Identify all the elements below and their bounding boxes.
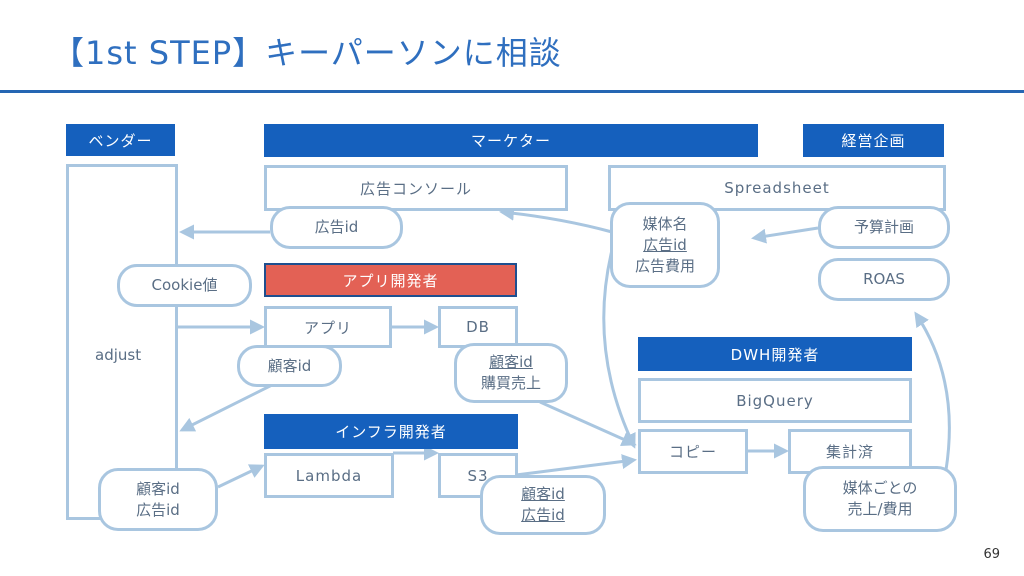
budget-pill: 予算計画 [818,206,950,249]
app-box: アプリ [264,306,392,348]
spreadsheet-box: Spreadsheet [608,165,946,211]
vendor-customer-id-text: 顧客id [136,479,180,498]
header-app-dev: アプリ開発者 [264,263,517,297]
s3-ad-id-text: 広告id [521,506,565,524]
header-marketer: マーケター [264,124,758,157]
db-sales-text: 購買売上 [480,374,541,392]
db-customer-id-text: 顧客id [489,353,533,371]
ad-id-text: 広告id [314,218,359,236]
cookie-text: Cookie値 [151,276,218,294]
db-box: DB [438,306,518,348]
adjust-label: adjust [95,346,142,364]
arrow-media-to-ad-console [499,205,613,234]
ad-console-box: 広告コンソール [264,165,568,211]
customer-id-text: 顧客id [267,356,312,375]
customer-id-pill: 顧客id [237,345,342,387]
roas-pill: ROAS [818,258,950,301]
arrow-customer-id-to-vendor [179,383,273,432]
arrow-budget-to-media [751,226,819,244]
arrow-db-to-copy [539,400,637,446]
vendor-ids-pill: 顧客id 広告id [98,468,218,531]
adjust-box [66,164,178,520]
header-infra-dev: インフラ開発者 [264,414,518,449]
ad-id-pill: 広告id [270,206,403,249]
lambda-box: Lambda [264,453,394,498]
media-sales-pill: 媒体ごとの 売上/費用 [803,466,957,532]
header-dwh-dev: DWH開発者 [638,337,912,371]
bigquery-box: BigQuery [638,378,912,423]
media-sales-line2: 売上/費用 [847,500,913,518]
media-sales-line1: 媒体ごとの [842,479,918,497]
db-data-pill: 顧客id 購買売上 [454,343,568,403]
arrow-media-to-copy [602,249,636,449]
arrow-s3-to-copy [515,454,637,477]
arrow-vendor-to-lambda [217,464,265,489]
s3-customer-id-text: 顧客id [521,485,565,503]
vendor-ad-id-text: 広告id [136,500,180,519]
media-ad-id-text: 広告id [643,235,687,254]
title-divider [0,90,1024,93]
media-info-pill: 媒体名 広告id 広告費用 [610,202,720,288]
media-ad-cost-text: 広告費用 [634,256,695,275]
media-name-text: 媒体名 [642,214,688,233]
header-planning: 経営企画 [803,124,944,157]
arrow-media-sales-to-roas [914,311,951,471]
s3-ids-pill: 顧客id 広告id [480,475,606,535]
header-vendor: ベンダー [66,124,175,156]
page-title: 【1st STEP】キーパーソンに相談 [52,34,562,72]
cookie-pill: Cookie値 [117,264,252,307]
copy-box: コピー [638,429,748,474]
roas-text: ROAS [863,270,905,288]
budget-text: 予算計画 [853,218,914,236]
page-number: 69 [983,547,1000,562]
